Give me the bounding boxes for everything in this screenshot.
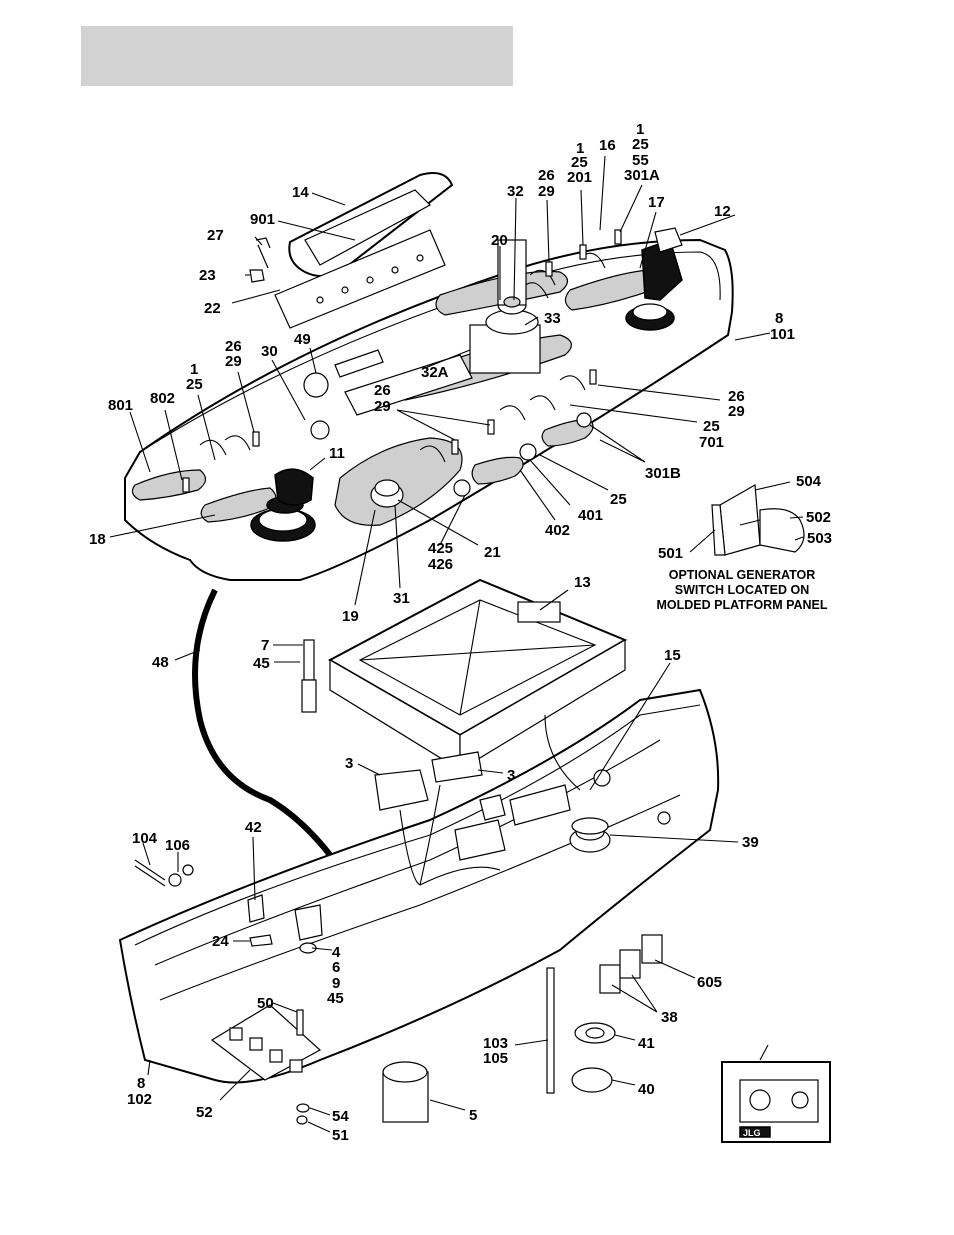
note-line-2: SWITCH LOCATED ON bbox=[675, 583, 809, 597]
callout-1-b: 1 bbox=[636, 121, 644, 138]
callout-13: 13 bbox=[574, 574, 591, 591]
callout-402: 402 bbox=[545, 522, 570, 539]
callout-8-b: 8 bbox=[137, 1075, 145, 1092]
callout-15: 15 bbox=[664, 647, 681, 664]
callout-802: 802 bbox=[150, 390, 175, 407]
callout-29-b: 29 bbox=[374, 398, 391, 415]
callout-32A: 32A bbox=[421, 364, 449, 381]
callout-25-b: 25 bbox=[632, 136, 649, 153]
callout-48: 48 bbox=[152, 654, 169, 671]
callout-45-a: 45 bbox=[253, 655, 270, 672]
callout-502: 502 bbox=[806, 509, 831, 526]
callout-1-c: 1 bbox=[190, 361, 198, 378]
callout-103: 103 bbox=[483, 1035, 508, 1052]
callout-29-d: 29 bbox=[728, 403, 745, 420]
callout-20: 20 bbox=[491, 232, 508, 249]
callout-25-a: 25 bbox=[571, 154, 588, 171]
callout-24: 24 bbox=[212, 933, 229, 950]
callout-6: 6 bbox=[332, 959, 340, 976]
callout-425: 425 bbox=[428, 540, 453, 557]
callout-1-a: 1 bbox=[576, 140, 584, 157]
callout-18: 18 bbox=[89, 531, 106, 548]
callout-3-b: 3 bbox=[507, 767, 515, 784]
callout-23: 23 bbox=[199, 267, 216, 284]
stud-7 bbox=[303, 639, 315, 681]
callout-104: 104 bbox=[132, 830, 158, 847]
callout-26-d: 26 bbox=[728, 388, 745, 405]
decal-inset: JLG bbox=[721, 1061, 831, 1143]
callout-31: 31 bbox=[393, 590, 410, 607]
callout-301A: 301A bbox=[624, 167, 660, 184]
callout-5: 5 bbox=[469, 1107, 477, 1124]
decal-logo-text: JLG bbox=[743, 1128, 761, 1138]
generator-switch-inset bbox=[711, 484, 805, 556]
leader-lines bbox=[109, 155, 804, 1133]
callout-301B: 301B bbox=[645, 465, 681, 482]
callout-105: 105 bbox=[483, 1050, 508, 1067]
callout-42: 42 bbox=[245, 819, 262, 836]
callout-426: 426 bbox=[428, 556, 453, 573]
callout-26-a: 26 bbox=[538, 167, 555, 184]
callout-25-e: 25 bbox=[610, 491, 627, 508]
callout-801: 801 bbox=[108, 397, 133, 414]
callout-26-c: 26 bbox=[225, 338, 242, 355]
callout-52: 52 bbox=[196, 1104, 213, 1121]
callout-55: 55 bbox=[632, 152, 649, 169]
callout-9: 9 bbox=[332, 975, 340, 992]
callout-25-c: 25 bbox=[186, 376, 203, 393]
callout-106: 106 bbox=[165, 837, 190, 854]
callout-22: 22 bbox=[204, 300, 221, 317]
upper-control-panel bbox=[124, 172, 734, 581]
callout-7: 7 bbox=[261, 637, 269, 654]
callout-503: 503 bbox=[807, 530, 832, 547]
callout-50: 50 bbox=[257, 995, 274, 1012]
callout-101: 101 bbox=[770, 326, 795, 343]
callout-901: 901 bbox=[250, 211, 275, 228]
callout-labels: 14 901 27 23 22 32 20 26 29 1 25 201 16 … bbox=[89, 121, 832, 1144]
callout-17: 17 bbox=[648, 194, 665, 211]
callout-41: 41 bbox=[638, 1035, 655, 1052]
callout-29-c: 29 bbox=[225, 353, 242, 370]
callout-3-a: 3 bbox=[345, 755, 353, 772]
callout-8-a: 8 bbox=[775, 310, 783, 327]
callout-501: 501 bbox=[658, 545, 683, 562]
callout-26-b: 26 bbox=[374, 382, 391, 399]
callout-45-b: 45 bbox=[327, 990, 344, 1007]
generator-note: OPTIONAL GENERATOR SWITCH LOCATED ON MOL… bbox=[656, 568, 827, 612]
callout-49: 49 bbox=[294, 331, 311, 348]
callout-605: 605 bbox=[697, 974, 722, 991]
callout-401: 401 bbox=[578, 507, 603, 524]
callout-39: 39 bbox=[742, 834, 759, 851]
callout-701: 701 bbox=[699, 434, 724, 451]
callout-19: 19 bbox=[342, 608, 359, 625]
callout-32: 32 bbox=[507, 183, 524, 200]
callout-54: 54 bbox=[332, 1108, 349, 1125]
callout-12: 12 bbox=[714, 203, 731, 220]
callout-4: 4 bbox=[332, 944, 341, 961]
title-bar bbox=[81, 26, 513, 86]
callout-201: 201 bbox=[567, 169, 592, 186]
callout-38: 38 bbox=[661, 1009, 678, 1026]
callout-29-a: 29 bbox=[538, 183, 555, 200]
callout-33: 33 bbox=[544, 310, 561, 327]
callout-21: 21 bbox=[484, 544, 501, 561]
note-line-3: MOLDED PLATFORM PANEL bbox=[656, 598, 827, 612]
note-line-1: OPTIONAL GENERATOR bbox=[669, 568, 816, 582]
lower-box bbox=[118, 688, 720, 1125]
callout-27: 27 bbox=[207, 227, 224, 244]
callout-16: 16 bbox=[599, 137, 616, 154]
callout-102: 102 bbox=[127, 1091, 152, 1108]
callout-30: 30 bbox=[261, 343, 278, 360]
callout-51: 51 bbox=[332, 1127, 349, 1144]
callout-504: 504 bbox=[796, 473, 822, 490]
callout-11: 11 bbox=[329, 445, 345, 462]
callout-14: 14 bbox=[292, 184, 309, 201]
callout-40: 40 bbox=[638, 1081, 655, 1098]
callout-25-d: 25 bbox=[703, 418, 720, 435]
